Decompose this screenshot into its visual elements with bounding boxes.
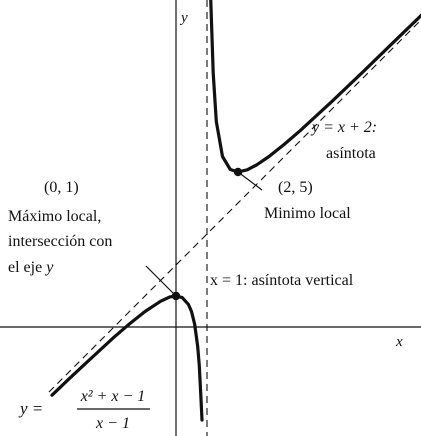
oblique-asymptote-label: asíntota <box>326 145 376 162</box>
extrema-points <box>171 167 243 301</box>
max-label-line3-var: y <box>44 259 54 276</box>
min-coordinate-label: (2, 5) <box>278 179 313 196</box>
formula-lhs: y = <box>18 399 43 418</box>
point-ticks <box>145 171 263 297</box>
local-min-pointer <box>237 171 263 191</box>
function-curve <box>50 0 421 422</box>
max-coordinate-label: (0, 1) <box>44 179 79 196</box>
local-max-point <box>171 291 181 301</box>
asymptotes <box>48 0 421 436</box>
oblique-asymptote-equation: y = x + 2: <box>310 119 377 136</box>
formula-denominator: x − 1 <box>95 415 130 432</box>
function-formula: y = x² + x − 1 x − 1 <box>18 388 150 432</box>
max-label-line3-text: el eje <box>8 259 42 276</box>
max-label-line1: Máximo local, <box>8 208 101 225</box>
local-max-pointer <box>145 265 177 297</box>
x-axis-label: x <box>395 334 403 350</box>
y-axis-label: y <box>179 10 188 26</box>
min-label: Minimo local <box>264 205 351 222</box>
local-min-point <box>233 167 243 177</box>
max-label-line3: el eje y <box>8 259 54 276</box>
max-label-line2: intersección con <box>8 233 112 250</box>
vertical-asymptote-label: x = 1: asíntota vertical <box>210 272 354 289</box>
curve-right-branch <box>209 0 421 174</box>
formula-numerator: x² + x − 1 <box>80 388 146 405</box>
oblique-asymptote-line <box>48 19 421 393</box>
